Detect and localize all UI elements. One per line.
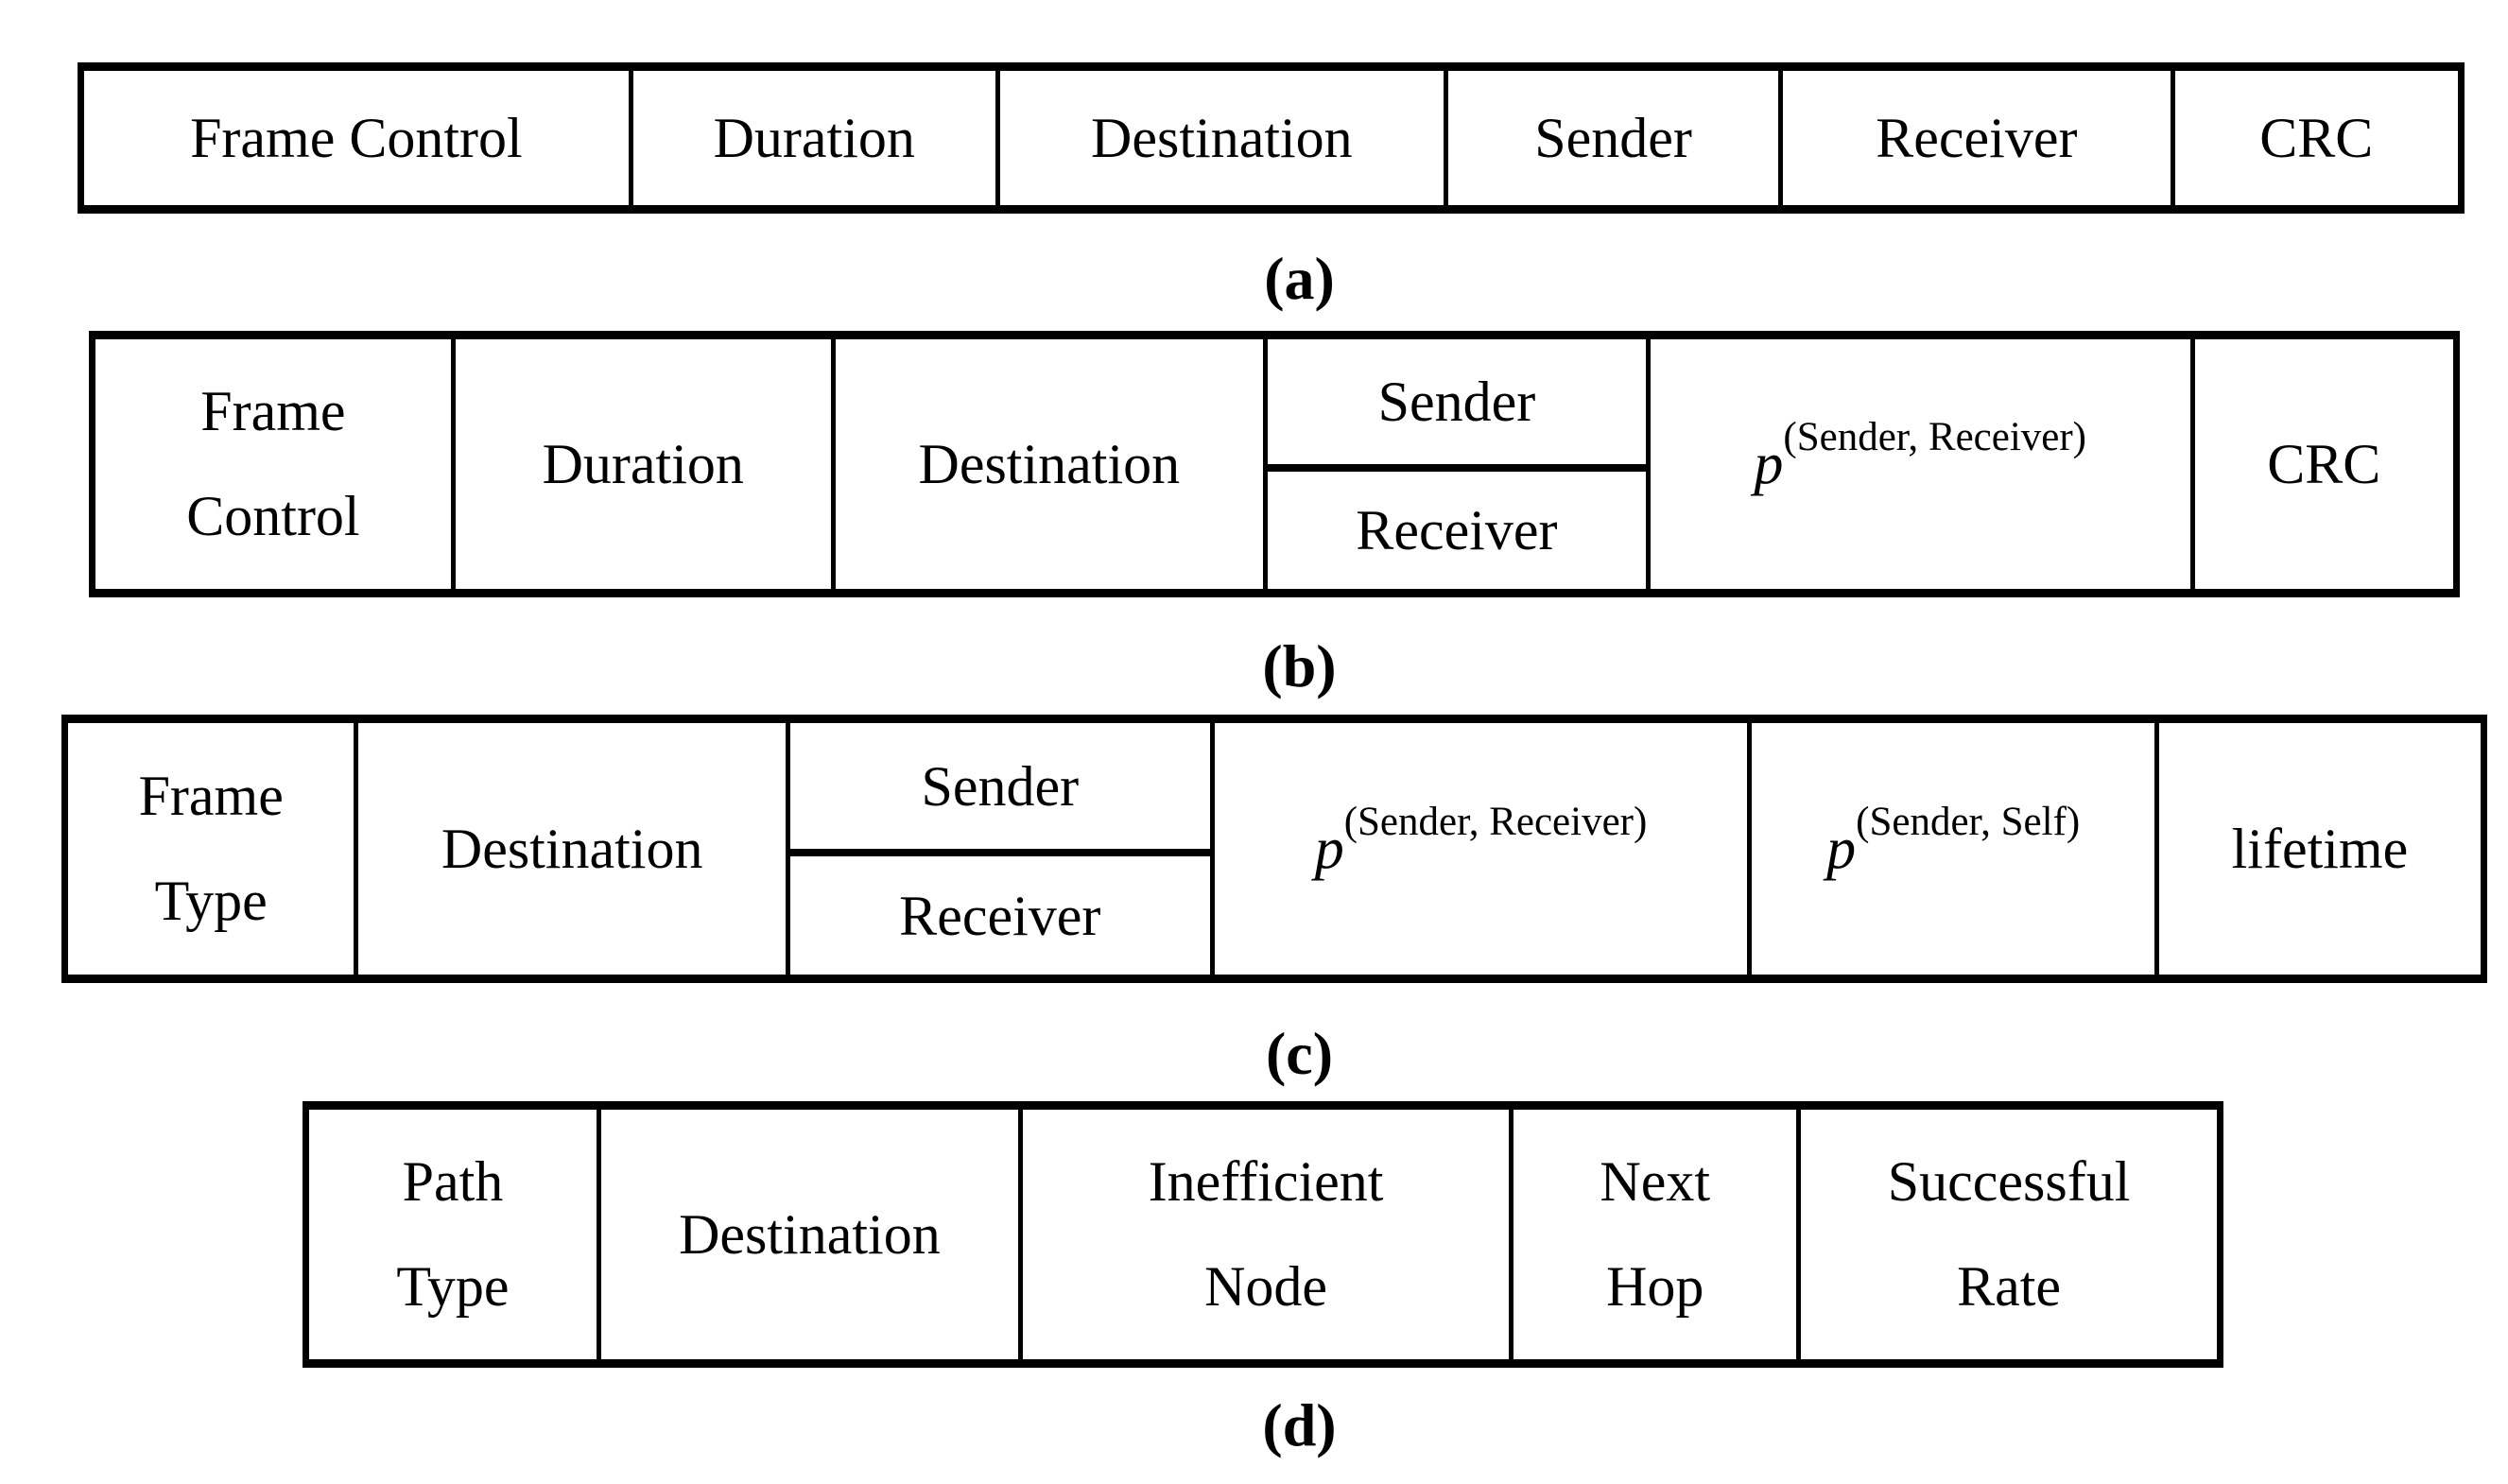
cell-label-line: Rate [1957, 1255, 2062, 1318]
cell-label: Sender [1534, 107, 1692, 169]
cell-label: CRC [2259, 107, 2374, 169]
cell-destination: Destination [830, 339, 1263, 589]
cell-label: Sender [1377, 371, 1536, 433]
frame-format-b: Frame Control Duration Destination Sende… [89, 331, 2460, 597]
cell-probability-sender-self: p(Sender, Self) [1747, 723, 2154, 975]
cell-receiver: Receiver [789, 849, 1210, 975]
cell-label: Destination [679, 1203, 941, 1266]
cell-frame-control: Frame Control [84, 71, 629, 205]
cell-frame-control: Frame Control [95, 339, 451, 589]
figure-label-d: (d) [1262, 1391, 1337, 1458]
cell-label-line: Control [186, 485, 360, 547]
cell-crc: CRC [2189, 339, 2453, 589]
cell-next-hop: Next Hop [1509, 1110, 1796, 1359]
cell-label: lifetime [2231, 818, 2409, 880]
probability-superscript: (Sender, Receiver) [1783, 415, 2087, 460]
probability-superscript: (Sender, Receiver) [1343, 800, 1648, 845]
cell-label: Destination [918, 433, 1181, 495]
cell-lifetime: lifetime [2153, 723, 2481, 975]
figure-label-c: (c) [1265, 1020, 1334, 1087]
cell-label-line: Frame [200, 380, 346, 442]
cell-duration: Duration [450, 339, 831, 589]
cell-label-line: Type [396, 1255, 510, 1318]
cell-label: CRC [2267, 433, 2381, 495]
cell-label-line: Frame [138, 765, 284, 827]
cell-label: Frame Control [190, 107, 523, 169]
cell-probability-sender-receiver: p(Sender, Receiver) [1645, 339, 2190, 589]
cell-label: Receiver [899, 884, 1101, 947]
figure-label-a: (a) [1264, 245, 1335, 312]
cell-label: Duration [713, 107, 915, 169]
cell-label: Duration [542, 433, 744, 495]
cell-label-line: Inefficient [1148, 1150, 1384, 1213]
cell-label: Receiver [1356, 499, 1558, 561]
cell-label-line: Node [1204, 1255, 1328, 1318]
cell-destination: Destination [596, 1110, 1018, 1359]
probability-symbol: p [1754, 431, 1784, 496]
probability-symbol: p [1314, 816, 1344, 881]
cell-duration: Duration [628, 71, 995, 205]
cell-label: Receiver [1876, 107, 2078, 169]
cell-label-line: Hop [1606, 1255, 1704, 1318]
cell-path-type: Path Type [309, 1110, 597, 1359]
cell-label-line: Path [402, 1150, 504, 1213]
cell-frame-type: Frame Type [68, 723, 354, 975]
cell-label-line: Next [1600, 1150, 1711, 1213]
cell-destination: Destination [354, 723, 786, 975]
cell-receiver: Receiver [1778, 71, 2171, 205]
cell-destination: Destination [995, 71, 1444, 205]
cell-receiver: Receiver [1268, 464, 1646, 589]
cell-label: Sender [921, 754, 1080, 818]
cell-label-line: Successful [1887, 1150, 2131, 1213]
cell-sender: Sender [790, 723, 1210, 849]
probability-superscript: (Sender, Self) [1856, 800, 2081, 845]
cell-label: Destination [1091, 107, 1353, 169]
cell-inefficient-node: Inefficient Node [1017, 1110, 1509, 1359]
cell-sender: Sender [1268, 339, 1646, 464]
figure-label-b: (b) [1262, 632, 1337, 699]
cell-successful-rate: Successful Rate [1796, 1110, 2217, 1359]
frame-format-a: Frame Control Duration Destination Sende… [78, 62, 2465, 214]
cell-probability-sender-receiver: p(Sender, Receiver) [1209, 723, 1748, 975]
frame-format-c: Frame Type Destination Sender Receiver p… [61, 715, 2487, 983]
cell-sender: Sender [1444, 71, 1778, 205]
cell-label-line: Type [154, 870, 268, 932]
path-format-d: Path Type Destination Inefficient Node N… [303, 1101, 2223, 1368]
probability-symbol: p [1826, 816, 1857, 881]
cell-crc: CRC [2170, 71, 2458, 205]
cell-sender-receiver: Sender Receiver [785, 723, 1210, 975]
cell-label: Destination [441, 818, 703, 880]
cell-sender-receiver: Sender Receiver [1263, 339, 1646, 589]
